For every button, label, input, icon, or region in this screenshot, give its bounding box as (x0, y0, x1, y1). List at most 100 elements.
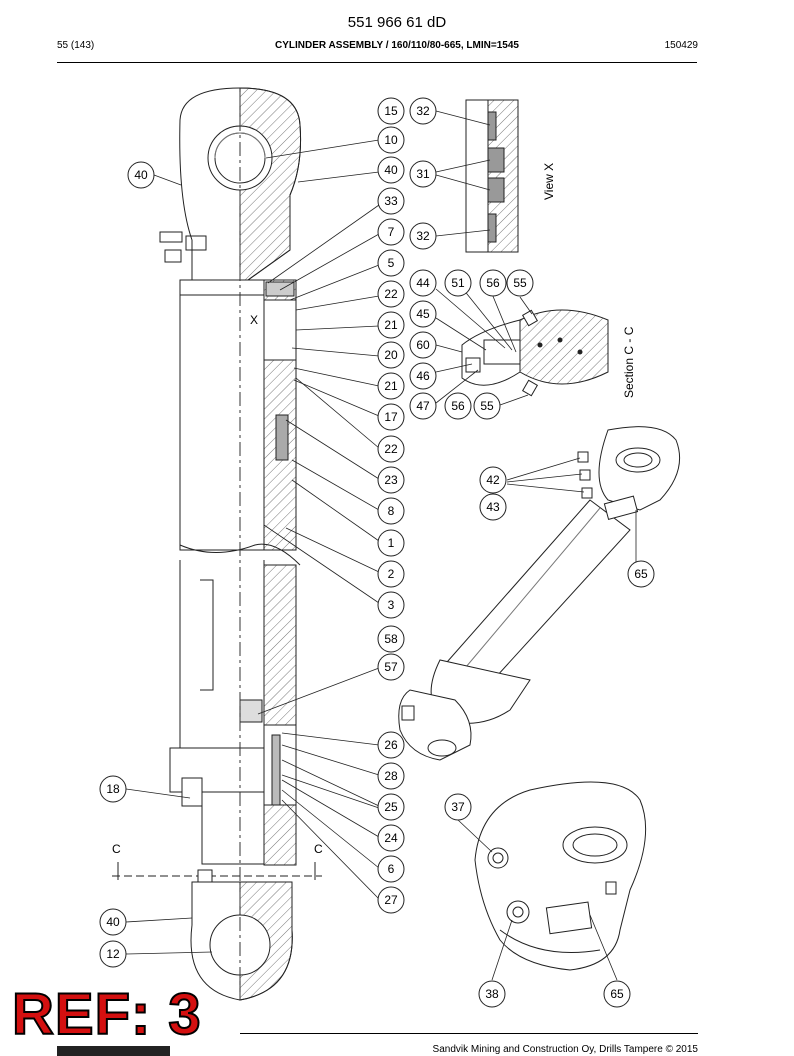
header-divider (57, 62, 697, 63)
svg-text:10: 10 (384, 133, 398, 147)
detail-x-letter: X (250, 313, 258, 327)
svg-text:21: 21 (384, 318, 398, 332)
isometric-cylinder-view (398, 426, 681, 761)
svg-text:32: 32 (416, 229, 430, 243)
svg-text:45: 45 (416, 307, 430, 321)
callout-12: 12 (99, 940, 127, 968)
section-cc-label: Section C - C (622, 326, 636, 398)
eye-isometric-view (474, 781, 647, 971)
svg-text:33: 33 (384, 194, 398, 208)
svg-text:22: 22 (384, 287, 398, 301)
callout-28: 28 (377, 762, 405, 790)
callout-18: 18 (99, 775, 127, 803)
callout-5: 5 (377, 249, 405, 277)
svg-text:31: 31 (416, 167, 430, 181)
callout-31: 31 (409, 160, 437, 188)
view-x-detail (465, 99, 519, 253)
svg-text:60: 60 (416, 338, 430, 352)
svg-text:8: 8 (388, 504, 395, 518)
callout-55: 55 (506, 269, 534, 297)
section-c-letter-left: C (112, 842, 121, 856)
svg-text:22: 22 (384, 442, 398, 456)
callout-20: 20 (377, 341, 405, 369)
svg-text:47: 47 (416, 399, 430, 413)
callout-46: 46 (409, 362, 437, 390)
callout-45: 45 (409, 300, 437, 328)
callout-21: 21 (377, 311, 405, 339)
svg-text:15: 15 (384, 104, 398, 118)
svg-text:37: 37 (451, 800, 465, 814)
svg-text:40: 40 (384, 163, 398, 177)
callout-32: 32 (409, 97, 437, 125)
svg-text:28: 28 (384, 769, 398, 783)
svg-text:5: 5 (388, 256, 395, 270)
callout-3: 3 (377, 591, 405, 619)
callout-17: 17 (377, 403, 405, 431)
callout-65: 65 (603, 980, 631, 1008)
callout-44: 44 (409, 269, 437, 297)
callout-balloons: 15 32 10 40 40 31 33 7 32 5 44 51 56 55 … (99, 97, 655, 1008)
svg-text:3: 3 (388, 598, 395, 612)
footer-divider (240, 1033, 698, 1034)
svg-text:56: 56 (451, 399, 465, 413)
svg-text:21: 21 (384, 379, 398, 393)
callout-22: 22 (377, 280, 405, 308)
svg-text:40: 40 (106, 915, 120, 929)
callout-38: 38 (478, 980, 506, 1008)
footer-copyright: Sandvik Mining and Construction Oy, Dril… (432, 1044, 698, 1055)
page-reference: 55 (143) (57, 40, 95, 51)
svg-text:56: 56 (486, 276, 500, 290)
svg-text:12: 12 (106, 947, 120, 961)
svg-text:2: 2 (388, 567, 395, 581)
callout-1: 1 (377, 529, 405, 557)
callout-33: 33 (377, 187, 405, 215)
svg-text:55: 55 (480, 399, 494, 413)
page-title: CYLINDER ASSEMBLY / 160/110/80-665, LMIN… (275, 40, 519, 51)
svg-text:23: 23 (384, 473, 398, 487)
footer-logo (57, 1046, 170, 1056)
callout-23: 23 (377, 466, 405, 494)
callout-56: 56 (479, 269, 507, 297)
svg-text:43: 43 (486, 500, 500, 514)
svg-text:58: 58 (384, 632, 398, 646)
callout-40: 40 (377, 156, 405, 184)
svg-text:17: 17 (384, 410, 398, 424)
svg-text:18: 18 (106, 782, 120, 796)
callout-58: 58 (377, 625, 405, 653)
callout-55: 55 (473, 392, 501, 420)
svg-text:27: 27 (384, 893, 398, 907)
svg-text:38: 38 (485, 987, 499, 1001)
svg-text:24: 24 (384, 831, 398, 845)
callout-22: 22 (377, 435, 405, 463)
callout-57: 57 (377, 653, 405, 681)
document-number: 551 966 61 dD (347, 14, 447, 31)
callout-26: 26 (377, 731, 405, 759)
callout-42: 42 (479, 466, 507, 494)
document-code: 150429 (664, 40, 698, 51)
svg-text:65: 65 (634, 567, 648, 581)
callout-21: 21 (377, 372, 405, 400)
svg-text:1: 1 (388, 536, 395, 550)
svg-text:55: 55 (513, 276, 527, 290)
callout-27: 27 (377, 886, 405, 914)
callout-7: 7 (377, 218, 405, 246)
svg-text:32: 32 (416, 104, 430, 118)
view-x-label: View X (542, 163, 556, 200)
callout-25: 25 (377, 793, 405, 821)
svg-text:6: 6 (388, 862, 395, 876)
callout-15: 15 (377, 97, 405, 125)
callout-51: 51 (444, 269, 472, 297)
leader-lines (125, 110, 637, 981)
svg-text:46: 46 (416, 369, 430, 383)
svg-text:7: 7 (388, 225, 395, 239)
callout-37: 37 (444, 793, 472, 821)
callout-10: 10 (377, 126, 405, 154)
callout-43: 43 (479, 493, 507, 521)
main-cylinder-view (112, 87, 322, 1001)
callout-40: 40 (127, 161, 155, 189)
svg-text:40: 40 (134, 168, 148, 182)
svg-text:20: 20 (384, 348, 398, 362)
svg-text:42: 42 (486, 473, 500, 487)
svg-text:26: 26 (384, 738, 398, 752)
